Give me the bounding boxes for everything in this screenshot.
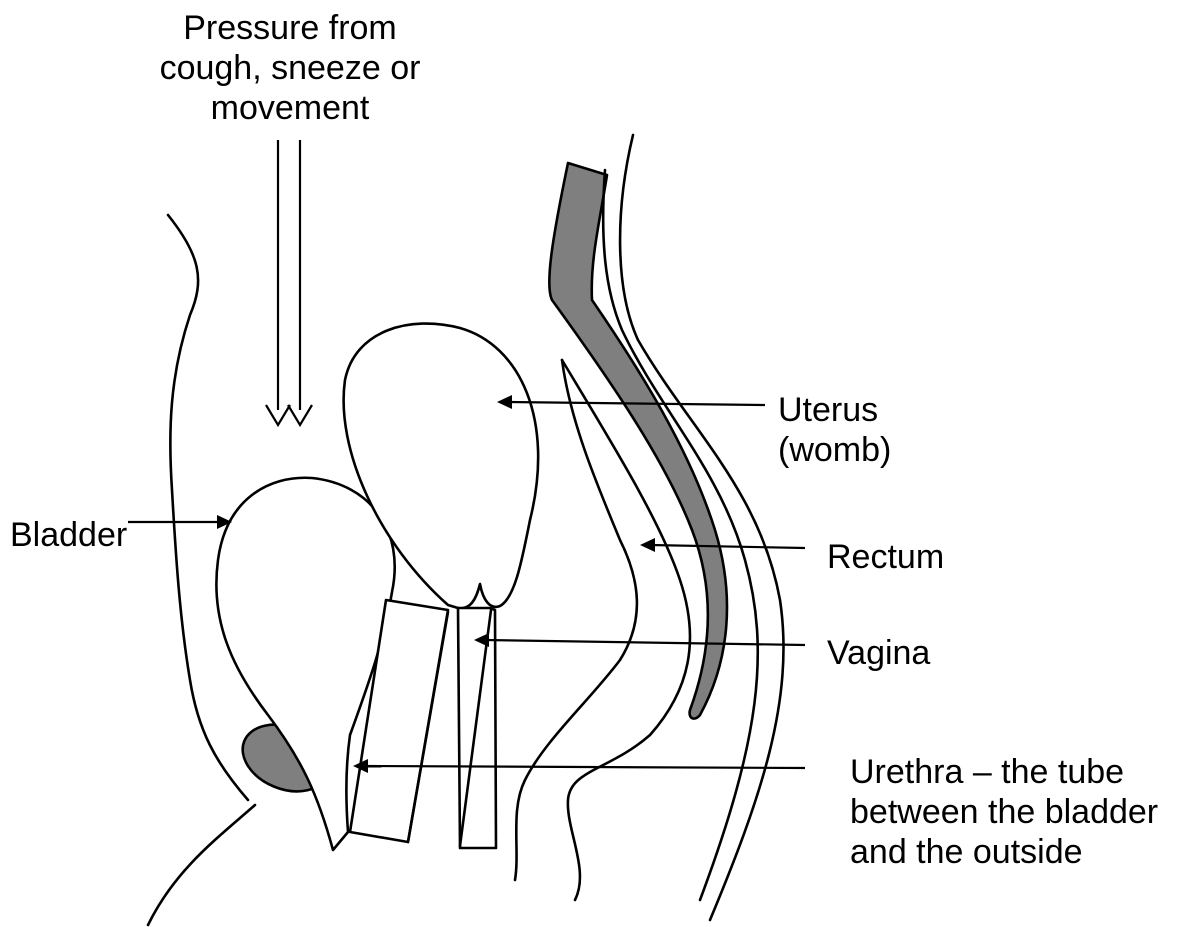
bladder-pointer bbox=[128, 515, 232, 529]
rectum-label: Rectum bbox=[827, 537, 944, 577]
uterus-label: Uterus (womb) bbox=[778, 390, 891, 470]
back-inner-outline bbox=[603, 170, 758, 900]
body-front-outline bbox=[168, 215, 248, 800]
vagina-pointer bbox=[474, 633, 805, 647]
pressure-arrows bbox=[266, 140, 312, 425]
pressure-label: Pressure from cough, sneeze or movement bbox=[140, 8, 440, 128]
thigh-outline bbox=[148, 805, 255, 925]
urethra-label: Urethra – the tube between the bladder a… bbox=[850, 752, 1158, 872]
bladder-label: Bladder bbox=[10, 515, 127, 555]
sacrum bbox=[549, 163, 727, 719]
vagina-label: Vagina bbox=[827, 633, 930, 673]
